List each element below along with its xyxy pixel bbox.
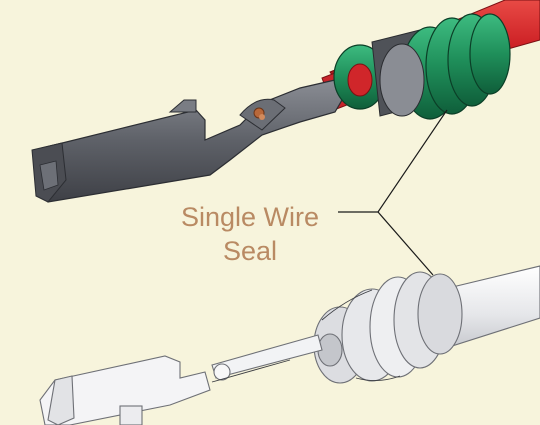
green-wire-seal bbox=[333, 13, 511, 120]
outline-terminal bbox=[39, 355, 211, 425]
colored-terminal-assembly bbox=[31, 0, 540, 203]
single-wire-seal-callout: Single Wire Seal bbox=[160, 200, 340, 268]
callout-line-1: Single Wire bbox=[180, 202, 320, 232]
metal-terminal bbox=[31, 79, 343, 203]
callout-leader-lines bbox=[338, 109, 448, 276]
outline-wire-seal bbox=[313, 271, 463, 384]
outline-edge-lines bbox=[211, 289, 401, 383]
outline-terminal-assembly bbox=[39, 265, 540, 425]
callout-line-2: Seal bbox=[222, 236, 278, 266]
